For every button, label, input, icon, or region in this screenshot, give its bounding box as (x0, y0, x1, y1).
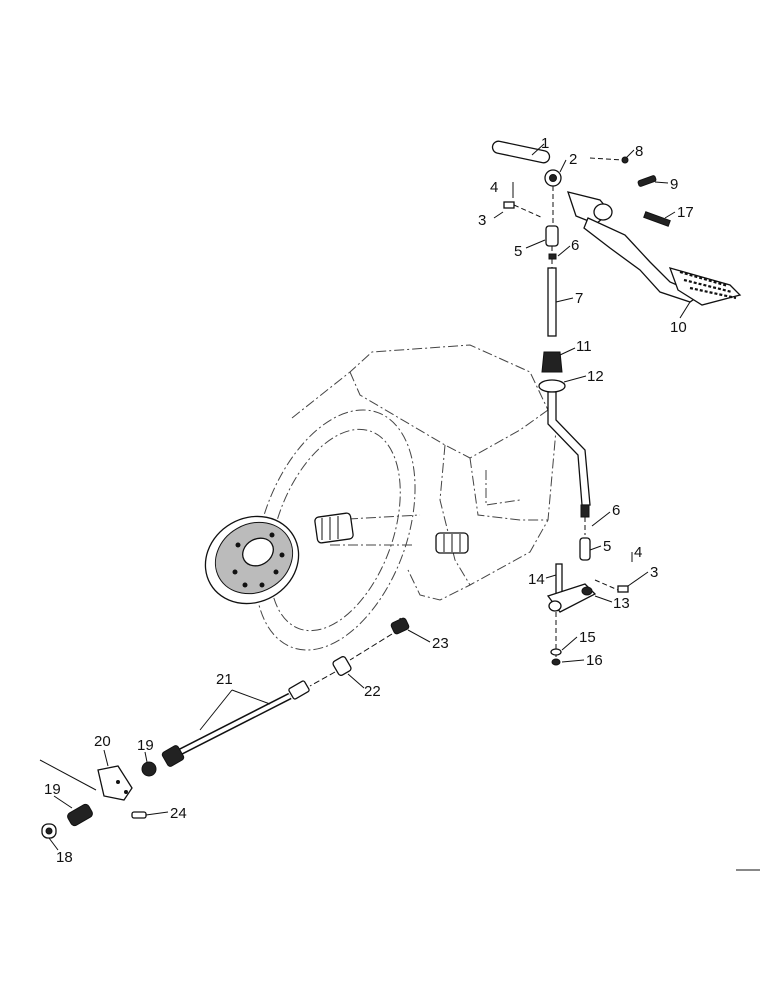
callout-15: 15 (579, 629, 596, 646)
callout-11: 11 (576, 338, 592, 355)
leader-lines (48, 143, 760, 871)
callout-3: 3 (478, 212, 486, 229)
transmission-housing (254, 344, 557, 651)
callout-13: 13 (613, 595, 630, 612)
callout-4b: 4 (634, 544, 642, 561)
callout-9: 9 (670, 176, 678, 193)
clutch-disc (204, 515, 300, 605)
callout-4: 4 (490, 179, 498, 196)
clutch-pedal-assembly (491, 140, 742, 306)
callout-19a: 19 (137, 737, 154, 754)
callout-14: 14 (528, 571, 545, 588)
callout-2: 2 (569, 151, 577, 168)
callout-6: 6 (571, 237, 579, 254)
callout-labels: 1 2 8 9 4 3 17 5 6 7 10 11 12 6 5 4 3 14… (44, 135, 694, 866)
callout-16: 16 (586, 652, 603, 669)
callout-8: 8 (635, 143, 643, 160)
callout-24: 24 (170, 805, 187, 822)
input-shaft (314, 512, 469, 554)
release-cable-assembly (39, 617, 410, 839)
callout-22: 22 (364, 683, 381, 700)
callout-3b: 3 (650, 564, 658, 581)
callout-19b: 19 (44, 781, 61, 798)
callout-17: 17 (677, 204, 694, 221)
callout-12: 12 (587, 368, 604, 385)
release-lever-assembly (546, 563, 629, 666)
callout-5: 5 (514, 243, 522, 260)
callout-1: 1 (541, 135, 549, 152)
callout-7: 7 (575, 290, 583, 307)
callout-5b: 5 (603, 538, 611, 555)
callout-21: 21 (216, 671, 233, 688)
clutch-linkage-rod (538, 259, 591, 561)
callout-18: 18 (56, 849, 73, 866)
callout-23: 23 (432, 635, 449, 652)
callout-10: 10 (670, 319, 687, 336)
callout-20: 20 (94, 733, 111, 750)
callout-6b: 6 (612, 502, 620, 519)
